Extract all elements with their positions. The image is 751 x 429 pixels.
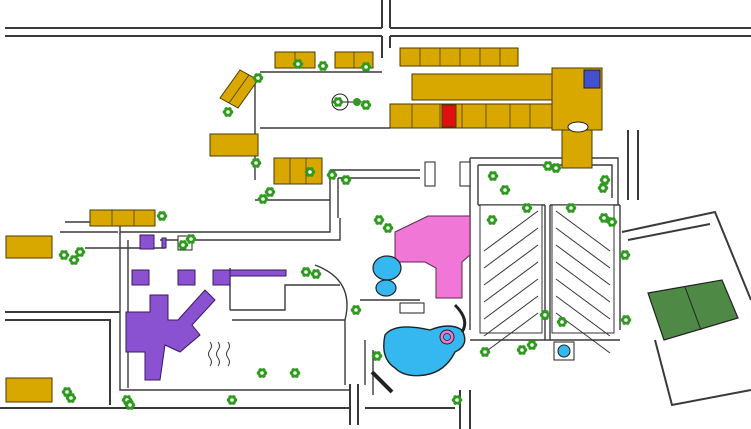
swimming-pools [372, 255, 575, 377]
tree [72, 258, 76, 262]
tree [189, 237, 193, 241]
tree [296, 62, 300, 66]
parking-stripe [555, 278, 611, 320]
tree [610, 220, 614, 224]
tree [260, 371, 264, 375]
tree [455, 398, 459, 402]
tree [321, 64, 325, 68]
blue-roof-square [583, 69, 601, 89]
pink-building [394, 215, 471, 299]
tree [308, 170, 312, 174]
parking-stripe [555, 295, 611, 337]
tree [375, 354, 379, 358]
tree [344, 178, 348, 182]
tree [160, 214, 164, 218]
tree [293, 371, 297, 375]
tree [330, 173, 334, 177]
tree [491, 174, 495, 178]
parking-lots [479, 204, 615, 354]
tree [525, 206, 529, 210]
tree [181, 243, 185, 247]
tree [543, 313, 547, 317]
tree [364, 103, 368, 107]
parking-stripe [483, 312, 539, 354]
tree [261, 197, 265, 201]
parking-stripe [483, 227, 539, 269]
tree [304, 270, 308, 274]
entrance-feature [567, 121, 589, 133]
parking-stripe [483, 295, 539, 337]
trees [58, 59, 632, 410]
tree [336, 100, 340, 104]
parking-stripe [555, 244, 611, 286]
tree [128, 403, 132, 407]
gold-buildings [5, 47, 603, 403]
tree [254, 161, 258, 165]
parking-stripe [483, 261, 539, 303]
tree [623, 253, 627, 257]
tree [314, 272, 318, 276]
tree [226, 110, 230, 114]
parking-stripe [555, 227, 611, 269]
tree [490, 218, 494, 222]
tree [364, 65, 368, 69]
parking-stripe [555, 210, 611, 252]
tree [230, 398, 234, 402]
parking-stripe [483, 210, 539, 252]
tree [569, 206, 573, 210]
tree [601, 186, 605, 190]
parking-stripe [483, 278, 539, 320]
purple-building [125, 234, 287, 381]
tree [546, 164, 550, 168]
parking-stripe [555, 261, 611, 303]
tree [530, 343, 534, 347]
tree [624, 318, 628, 322]
tree [483, 350, 487, 354]
tree [520, 348, 524, 352]
parking-stripe [483, 244, 539, 286]
tree [78, 250, 82, 254]
water-waves [208, 341, 230, 367]
tree [256, 76, 260, 80]
tree [560, 320, 564, 324]
tree [62, 253, 66, 257]
tree [603, 178, 607, 182]
tree [602, 216, 606, 220]
tree [65, 390, 69, 394]
tennis-courts [647, 279, 739, 341]
tree [554, 166, 558, 170]
tree [386, 226, 390, 230]
tree [354, 308, 358, 312]
tree [69, 396, 73, 400]
highlighted-unit[interactable] [441, 104, 457, 128]
tree [503, 188, 507, 192]
tree [268, 190, 272, 194]
tree [377, 218, 381, 222]
